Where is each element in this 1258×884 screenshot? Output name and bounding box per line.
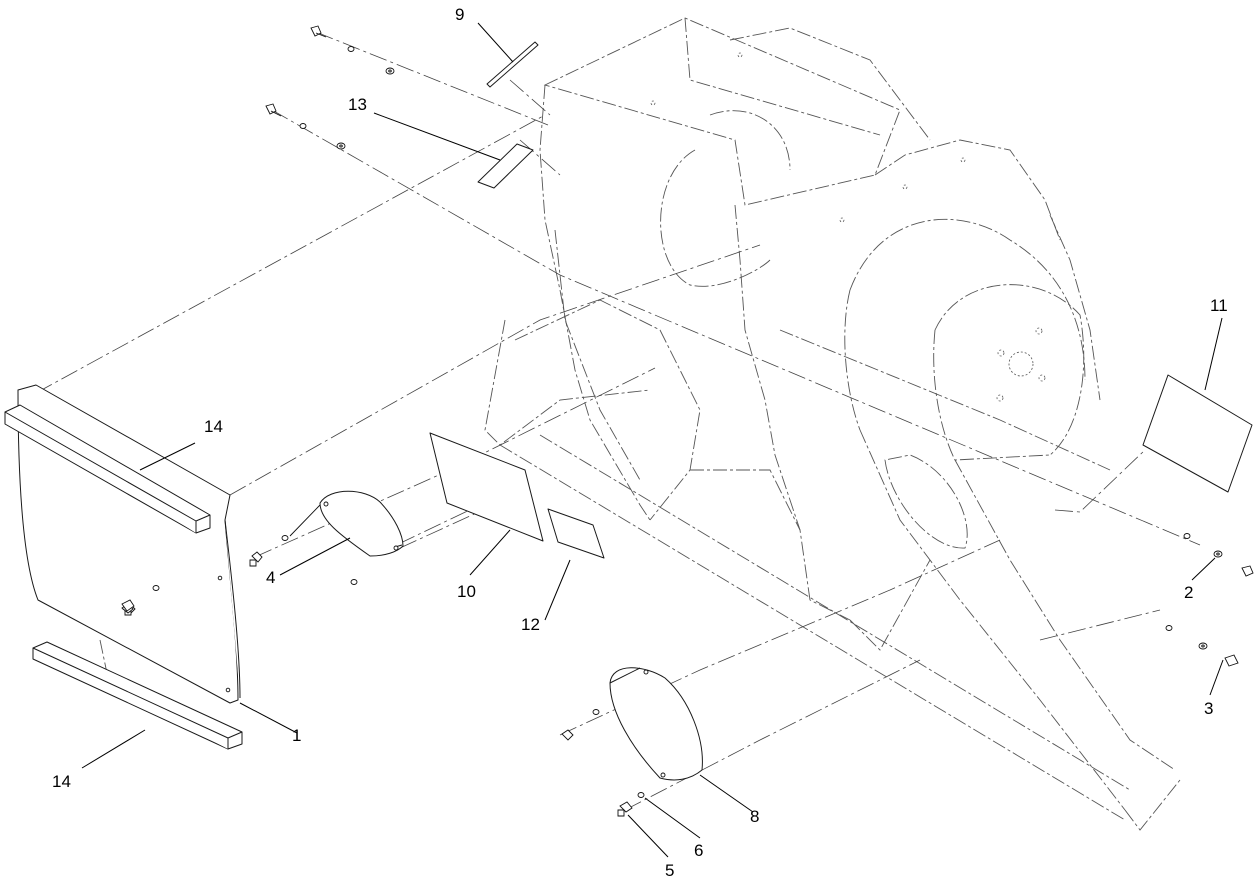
leader-lines [81,22,1224,858]
hardware-top-row-2 [265,103,346,150]
hardware-part-4-lower [121,579,358,614]
callout-14-top: 14 [204,417,223,436]
housing-holes [650,52,1046,402]
callout-3: 3 [1204,699,1213,718]
part-13-decal [477,143,534,189]
part-14-top-strip [4,404,211,534]
callout-8: 8 [750,807,759,826]
part-8-large-cover [609,667,703,781]
part-12-decal [547,508,605,559]
part-10-decal [429,432,544,542]
callout-2: 2 [1184,583,1193,602]
phantom-housing [484,17,1181,831]
part-14-bottom-strip [32,641,243,750]
callout-labels: 1 2 3 4 5 6 8 9 10 11 12 13 14 14 [52,5,1228,880]
callout-5: 5 [665,861,674,880]
callout-14-bottom: 14 [52,772,71,791]
callout-10: 10 [457,582,476,601]
part-9-strip [486,41,539,88]
callout-4: 4 [266,568,275,587]
callout-1: 1 [292,726,301,745]
part-4-small-cover [319,490,404,557]
callout-13: 13 [348,95,367,114]
hardware-part-2-fasteners [1183,533,1254,577]
hardware-top-row-1 [310,25,395,75]
part-11-decal [1142,374,1253,493]
callout-11: 11 [1210,296,1228,315]
callout-12: 12 [521,615,540,634]
callout-6: 6 [694,841,703,860]
hardware-part-3-fasteners [1165,625,1239,667]
hardware-part-8-fasteners [561,709,645,817]
callout-9: 9 [455,5,464,24]
part-1-curved-panel [17,384,241,704]
